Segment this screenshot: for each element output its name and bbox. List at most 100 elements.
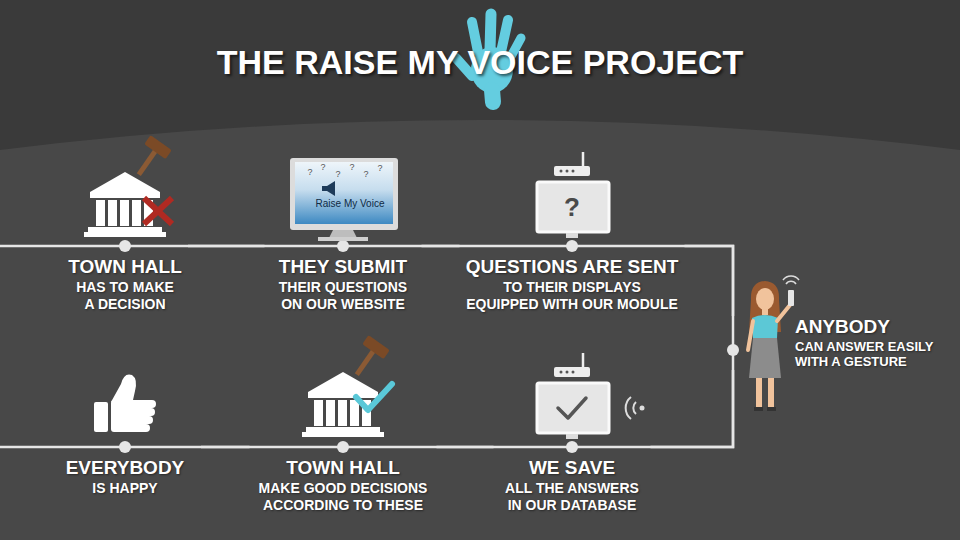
- hall-column: [314, 400, 323, 426]
- router-light: [560, 371, 563, 374]
- monitor-stand: [329, 230, 357, 238]
- hall-column: [350, 400, 359, 426]
- hall-column: [338, 400, 347, 426]
- hand-wrist: [492, 90, 493, 102]
- town-hall-icon: [302, 335, 390, 437]
- timeline-dot: [727, 344, 739, 356]
- timeline-track: [0, 246, 733, 447]
- hall-step: [84, 232, 166, 237]
- step-text: IS HAPPY: [55, 480, 195, 497]
- person-neck: [762, 309, 768, 315]
- display-screen: [537, 383, 609, 433]
- step-heading: ANYBODY: [795, 316, 890, 338]
- timeline-dot: [119, 240, 131, 252]
- question-mark: ?: [320, 163, 325, 172]
- remote-signal: [783, 276, 799, 284]
- wifi-waves: [626, 397, 636, 419]
- thumb-finger: [128, 424, 150, 432]
- hall-roof: [308, 372, 378, 392]
- thumb-finger: [128, 408, 155, 416]
- step-text: TO THEIR DISPLAYS EQUIPPED WITH OUR MODU…: [466, 279, 678, 313]
- monitor-icon: [290, 158, 398, 241]
- person-shoe: [754, 407, 763, 411]
- process-step: WE SAVEALL THE ANSWERS IN OUR DATABASE: [494, 441, 651, 513]
- display-stand: [566, 434, 578, 439]
- router-box: [554, 166, 590, 176]
- timeline-dot: [566, 441, 578, 453]
- process-step: TOWN HALLHAS TO MAKE A DECISION: [62, 240, 188, 312]
- thumb-finger: [128, 400, 156, 408]
- question-mark: ?: [335, 170, 340, 179]
- step-text: CAN ANSWER EASILY WITH A GESTURE: [795, 339, 940, 370]
- question-mark: ?: [377, 164, 382, 173]
- gavel-head: [362, 335, 390, 359]
- check-mark: [558, 398, 586, 418]
- screen-logo-text: Raise My Voice: [316, 199, 385, 209]
- hall-column: [120, 200, 129, 226]
- timeline-dot: [566, 240, 578, 252]
- question-mark: ?: [363, 170, 368, 179]
- display-icon: [537, 353, 609, 439]
- flow-line: [685, 246, 734, 316]
- hall-step: [306, 427, 380, 432]
- remote: [788, 290, 794, 306]
- step-text: MAKE GOOD DECISIONS ACCORDING TO THESE: [256, 480, 431, 514]
- router-light: [566, 371, 569, 374]
- gavel: [346, 335, 390, 382]
- monitor-screen: [295, 162, 393, 224]
- red-cross: [144, 198, 172, 224]
- flow-line: [651, 370, 734, 447]
- flow-line: [201, 446, 250, 449]
- step-text: THEIR QUESTIONS ON OUR WEBSITE: [271, 279, 416, 313]
- gavel: [128, 135, 172, 182]
- display-screen: [537, 182, 609, 232]
- hall-column: [96, 200, 105, 226]
- router-box: [554, 367, 590, 377]
- hall-column: [326, 400, 335, 426]
- display-icon: [537, 152, 609, 238]
- router-light: [566, 170, 569, 173]
- timeline-dots: [119, 240, 739, 453]
- gavel-handle: [137, 149, 158, 176]
- thumb: [111, 374, 136, 402]
- header-band: [0, 0, 960, 150]
- gavel-handle: [355, 349, 376, 376]
- flow-line: [422, 245, 460, 248]
- step-text: HAS TO MAKE A DECISION: [73, 279, 178, 313]
- timeline-dot: [337, 441, 349, 453]
- process-step: ANYBODYCAN ANSWER EASILY WITH A GESTURE: [727, 316, 944, 370]
- process-step: TOWN HALLMAKE GOOD DECISIONS ACCORDING T…: [250, 441, 437, 513]
- thumb-finger: [128, 416, 153, 424]
- hall-step: [88, 227, 162, 232]
- hall-roof: [90, 172, 160, 192]
- process-step: THEY SUBMITTHEIR QUESTIONS ON OUR WEBSIT…: [265, 240, 422, 312]
- check-mark: [356, 384, 392, 410]
- flow-line: [437, 446, 494, 449]
- person-arm: [748, 321, 753, 350]
- person-face: [756, 288, 774, 310]
- display-stand: [566, 233, 578, 238]
- monitor-base: [318, 237, 368, 241]
- thumb-cuff: [94, 402, 108, 432]
- person-leg: [756, 378, 762, 408]
- step-heading: TOWN HALL: [68, 256, 182, 278]
- step-text: ALL THE ANSWERS IN OUR DATABASE: [500, 480, 645, 514]
- router-antenna: [582, 353, 585, 367]
- timeline-dot: [119, 441, 131, 453]
- hall-column: [132, 200, 141, 226]
- question-mark: ?: [564, 194, 580, 220]
- town-hall-icon: [84, 135, 172, 237]
- process-step: EVERYBODYIS HAPPY: [49, 441, 201, 497]
- step-heading: QUESTIONS ARE SENT: [466, 256, 679, 278]
- hall-beam: [308, 392, 378, 398]
- process-step: QUESTIONS ARE SENTTO THEIR DISPLAYS EQUI…: [460, 240, 685, 312]
- person-top: [752, 315, 778, 338]
- person-leg: [768, 378, 774, 408]
- person-skirt: [749, 338, 781, 378]
- router-antenna: [582, 152, 585, 166]
- step-heading: WE SAVE: [529, 457, 615, 479]
- person-arm: [777, 305, 790, 321]
- router-light: [560, 170, 563, 173]
- timeline-dot: [337, 240, 349, 252]
